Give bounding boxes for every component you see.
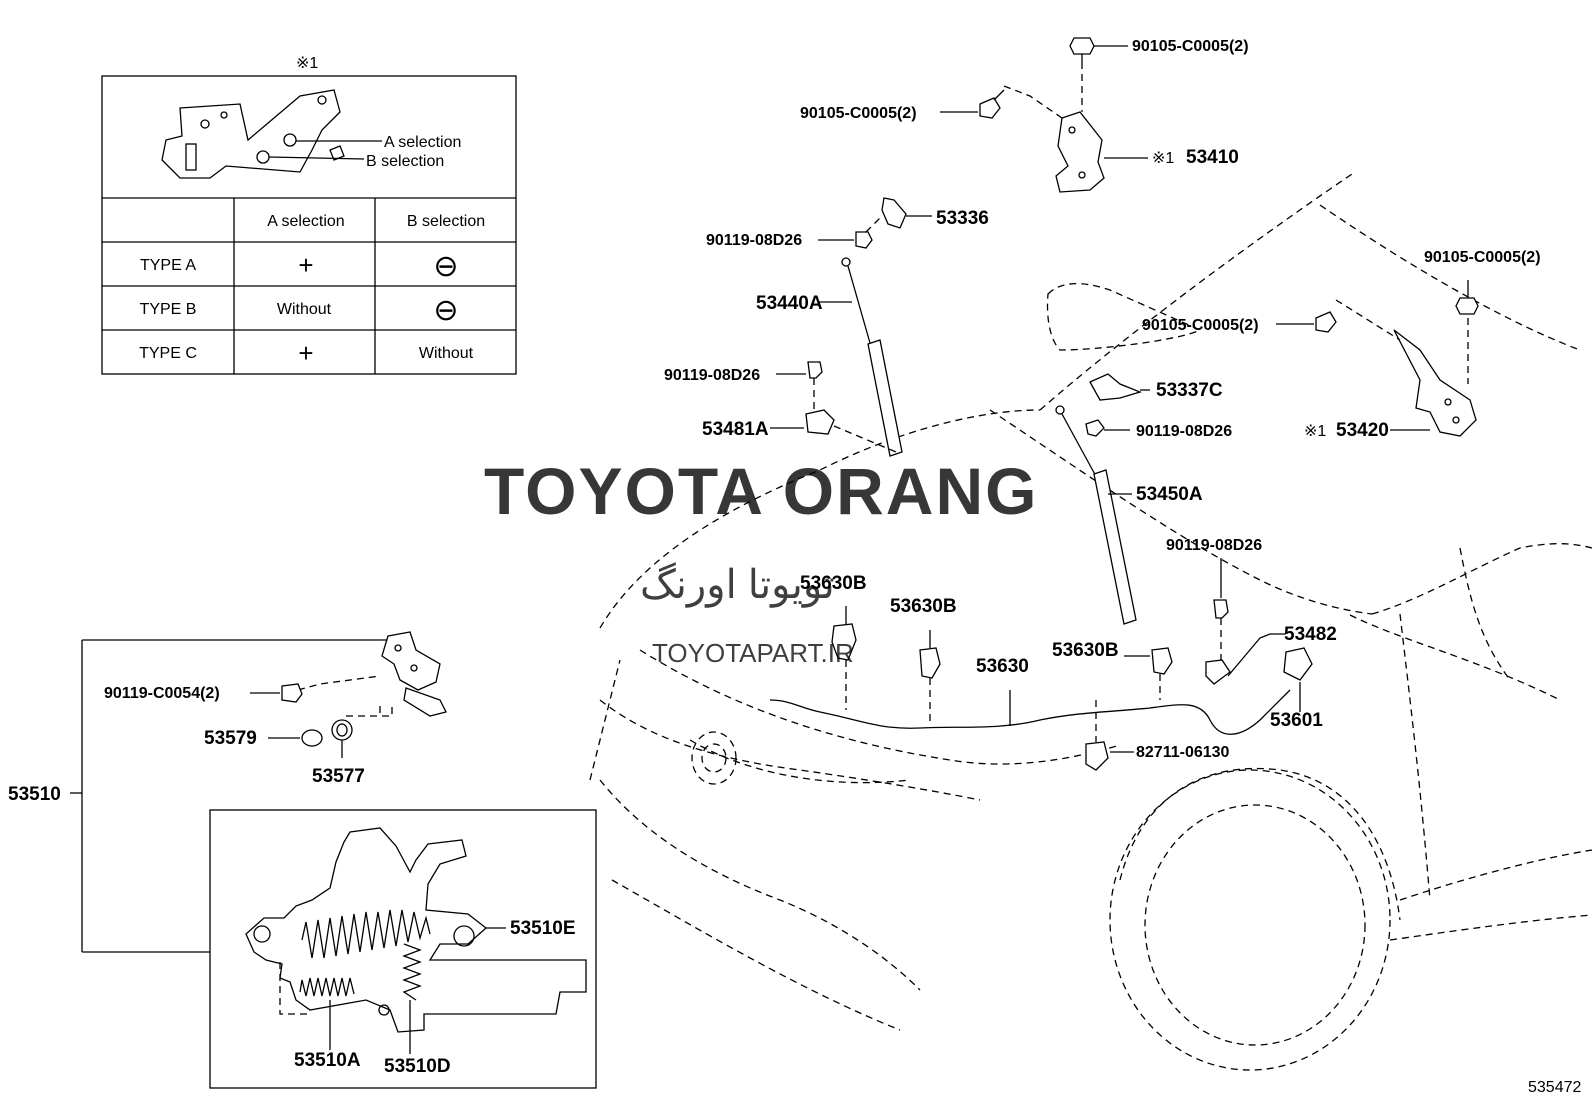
label-a-selection: A selection: [384, 134, 461, 151]
callout-53510E: 53510E: [510, 918, 576, 939]
bracket-53482: [1205, 633, 1286, 685]
clip-53630B-2: [919, 630, 941, 726]
callout-53630B-3: 53630B: [1052, 640, 1119, 661]
bolt-90119-a: [818, 217, 881, 249]
bolt-90105-left: [940, 89, 1005, 119]
hinge-53410: [1003, 62, 1148, 193]
callout-53420: 53420: [1336, 420, 1389, 441]
callout-53410-mark: ※1: [1152, 150, 1174, 167]
callout-90105-r1: 90105-C0005(2): [1424, 249, 1541, 266]
bolt-90105-top: [1069, 37, 1128, 62]
bolt-90119-b: [776, 361, 823, 410]
header-b-selection: B selection: [407, 213, 485, 230]
row-type-b-b: ⊖: [433, 294, 458, 327]
callout-53410: 53410: [1186, 147, 1239, 168]
callout-53510D: 53510D: [384, 1056, 451, 1077]
callout-53481A: 53481A: [702, 419, 769, 440]
strut-53450A: [1055, 405, 1137, 625]
clip-82711-06130: [1085, 700, 1134, 771]
watermark-site: TOYOTAPART.IR: [652, 638, 854, 668]
callout-53440A: 53440A: [756, 293, 823, 314]
watermark-brand-fa: تویوتا اورنگ: [640, 562, 835, 608]
callout-53337C: 53337C: [1156, 380, 1223, 401]
callout-82711: 82711-06130: [1136, 744, 1230, 761]
label-b-selection: B selection: [366, 153, 444, 170]
table-frame: [101, 75, 517, 375]
selection-table: ※1 A selection B selection A selection B…: [101, 55, 517, 375]
callout-90119-C0054: 90119-C0054(2): [104, 685, 220, 702]
bolt-90119-C0054: [250, 683, 303, 703]
callout-90105-left: 90105-C0005(2): [800, 105, 917, 122]
hinge-53420: [1335, 299, 1477, 437]
header-a-selection: A selection: [267, 213, 344, 230]
bolt-90105-r2: [1276, 311, 1337, 333]
row-type-c-a: +: [298, 338, 313, 368]
bracket-53337C: [1089, 373, 1150, 401]
watermark-brand: TOYOTA ORANG: [484, 454, 1038, 528]
callout-53510: 53510: [8, 784, 61, 805]
bolt-90105-r1: [1455, 280, 1479, 315]
callout-53579: 53579: [204, 728, 257, 749]
lock-assembly-group: [70, 631, 447, 953]
diagram-id: 535472: [1528, 1079, 1581, 1096]
bracket-53336: [881, 197, 932, 229]
callout-labels: 90105-C0005(2) 90105-C0005(2) ※1 53410 5…: [8, 38, 1581, 1096]
lever-53601: [1283, 647, 1313, 712]
callout-53420-mark: ※1: [1304, 423, 1326, 440]
hinge-selection-sketch: [161, 89, 382, 179]
callout-53577: 53577: [312, 766, 365, 787]
lock-detail-inset: [209, 809, 597, 1089]
row-type-b: TYPE B: [140, 301, 197, 318]
car-body-outline: [589, 171, 1592, 1071]
callout-53510A: 53510A: [294, 1050, 361, 1071]
callout-90105-top: 90105-C0005(2): [1132, 38, 1249, 55]
bolt-90119-d: [1213, 558, 1229, 660]
row-type-a-a: +: [298, 250, 313, 280]
row-type-a: TYPE A: [140, 257, 196, 274]
row-type-c-b: Without: [419, 345, 474, 362]
callout-53601: 53601: [1270, 710, 1323, 731]
callout-90119-c: 90119-08D26: [1136, 423, 1232, 440]
callout-90119-a: 90119-08D26: [706, 232, 802, 249]
callout-53630B-2: 53630B: [890, 596, 957, 617]
callout-90119-d: 90119-08D26: [1166, 537, 1262, 554]
callout-53630B-1: 53630B: [800, 573, 867, 594]
bolt-90119-c: [1085, 419, 1130, 437]
row-type-c: TYPE C: [139, 345, 197, 362]
bracket-53481A: [770, 409, 897, 453]
table-mark: ※1: [296, 55, 318, 72]
row-type-b-a: Without: [277, 301, 332, 318]
cushion-53579: [268, 729, 323, 747]
callout-53336: 53336: [936, 208, 989, 229]
callout-90119-b: 90119-08D26: [664, 367, 760, 384]
callout-53450A: 53450A: [1136, 484, 1203, 505]
callout-53482: 53482: [1284, 624, 1337, 645]
watermark: TOYOTA ORANG تویوتا اورنگ TOYOTAPART.IR: [484, 454, 1038, 668]
cable-53630: [769, 689, 1291, 735]
callout-90105-r2: 90105-C0005(2): [1142, 317, 1259, 334]
callout-53630: 53630: [976, 656, 1029, 677]
cushion-53577: [331, 719, 353, 758]
row-type-a-b: ⊖: [433, 250, 458, 283]
clip-53630B-1: [831, 606, 857, 710]
strut-53440A: [818, 257, 903, 457]
clip-53630B-3: [1124, 647, 1173, 700]
